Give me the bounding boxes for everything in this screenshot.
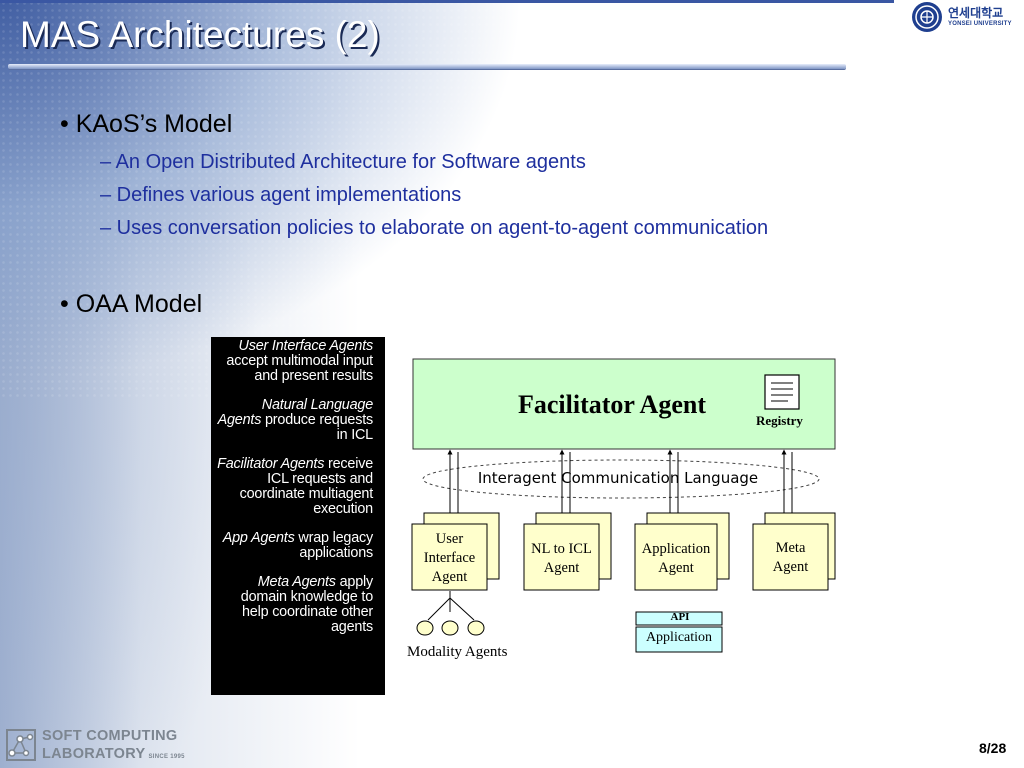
api-box	[635, 611, 723, 626]
registry-label: Registry	[756, 413, 803, 428]
application-box	[635, 626, 723, 653]
description-item: Meta Agents apply domain knowledge to he…	[217, 575, 373, 635]
description-term: Facilitator Agents	[217, 456, 325, 472]
description-term: User Interface Agents	[238, 338, 374, 354]
lab-name-text: LABORATORY	[42, 745, 146, 762]
diagram-graphics	[411, 358, 836, 653]
top-accent-bar	[0, 0, 912, 3]
agent-user-interface-label: User Interface Agent	[412, 530, 487, 587]
api-label: API	[670, 611, 690, 623]
agent-label-line: Agent	[658, 560, 694, 576]
agent-user-interface-box	[411, 512, 500, 591]
oaa-architecture-diagram: Facilitator Agent Registry Interagent Co…	[398, 350, 848, 670]
sub-bullet: – Uses conversation policies to elaborat…	[100, 217, 769, 239]
description-term: Meta Agents	[257, 574, 336, 590]
page-number: 8/28	[979, 740, 1007, 756]
sub-bullet: – An Open Distributed Architecture for S…	[100, 151, 586, 173]
agent-label-line: User	[435, 531, 464, 547]
description-item: Facilitator Agents receive ICL requests …	[217, 457, 373, 517]
oaa-description-panel: User Interface Agents accept multimodal …	[211, 337, 385, 695]
agent-label-line: Agent	[543, 560, 580, 576]
slide-title: MAS Architectures (2)	[20, 14, 380, 55]
description-item: User Interface Agents accept multimodal …	[217, 339, 373, 384]
agent-label-line: Application	[641, 541, 711, 557]
facilitator-agent-label: Facilitator Agent	[518, 390, 706, 419]
lab-name-line1: SOFT COMPUTING	[42, 728, 178, 744]
agent-nl-to-icl-box	[523, 512, 612, 591]
application-label: Application	[645, 630, 713, 645]
lab-since: SINCE 1995	[148, 753, 185, 760]
agent-label-line: Agent	[431, 569, 468, 585]
title-underline	[8, 64, 846, 69]
description-term: Natural Language Agents	[217, 397, 374, 428]
description-text: apply domain knowledge to help coordinat…	[240, 574, 373, 635]
message-arrows	[447, 449, 795, 525]
kaos-sub-bullets: – An Open Distributed Architecture for S…	[100, 148, 768, 247]
bullet-kaos-model: • KAoS’s Model	[60, 110, 233, 138]
agent-label-line: Meta	[775, 540, 806, 556]
bullet-oaa-model: • OAA Model	[60, 290, 203, 318]
agent-meta-box	[752, 512, 836, 591]
agent-application-box	[634, 512, 730, 591]
description-item: App Agents wrap legacy applications	[217, 531, 373, 561]
university-logo: 연세대학교 YONSEI UNIVERSITY	[894, 0, 1024, 34]
modality-agents-tree	[416, 591, 485, 636]
university-name-english: YONSEI UNIVERSITY	[948, 21, 1012, 27]
facilitator-box	[412, 358, 836, 450]
yonsei-seal-icon	[912, 2, 942, 32]
description-text: receive ICL requests and coordinate mult…	[239, 456, 374, 517]
agent-label-line: NL to ICL	[531, 541, 592, 557]
university-name-korean: 연세대학교	[948, 6, 1004, 20]
icl-bus-ellipse	[422, 459, 820, 499]
agent-meta-label: Meta Agent	[753, 539, 828, 577]
icl-label: Interagent Communication Language	[477, 469, 759, 487]
agent-label-line: Interface	[423, 550, 476, 566]
sub-bullet: – Defines various agent implementations	[100, 184, 462, 206]
agent-label-line: Agent	[772, 559, 809, 575]
agent-nl-to-icl-label: NL to ICL Agent	[524, 540, 599, 578]
description-term: App Agents	[222, 530, 295, 546]
lab-network-icon	[6, 729, 36, 761]
registry-icon	[764, 374, 800, 410]
description-text: produce requests in ICL	[261, 412, 373, 443]
description-text: wrap legacy applications	[294, 530, 373, 561]
description-item: Natural Language Agents produce requests…	[217, 397, 374, 443]
description-text: accept multimodal input and present resu…	[226, 353, 373, 384]
modality-agents-label: Modality Agents	[407, 644, 508, 660]
agent-application-label: Application Agent	[635, 540, 717, 578]
